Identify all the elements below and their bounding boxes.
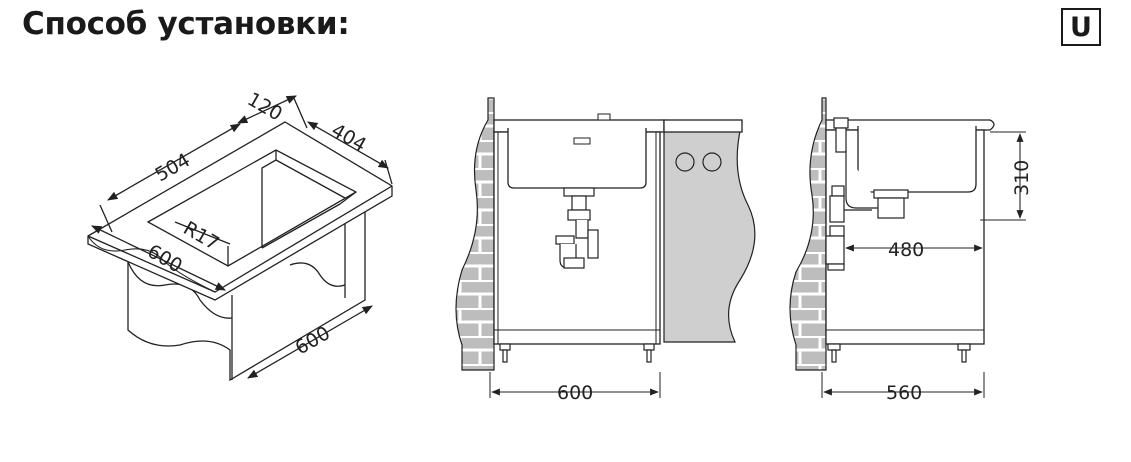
iso-dim-width-line [307, 121, 389, 169]
side-plumbing [825, 117, 909, 271]
front-brick-wall [455, 97, 495, 371]
front-socket-left [675, 152, 695, 172]
side-dim-height-label: 310 [1011, 160, 1033, 196]
side-view [789, 97, 1026, 398]
iso-dim-depth-label: 120 [244, 88, 286, 125]
side-dim-drain-label: 480 [888, 239, 924, 261]
side-dim-width-label: 560 [886, 382, 922, 404]
side-brick-wall [789, 97, 827, 371]
side-sink-bowl [857, 126, 977, 193]
iso-dim-counter-width-line [91, 225, 226, 291]
front-faucet-stub [597, 113, 611, 121]
front-siphon [555, 187, 599, 269]
iso-dim-depth-line [237, 95, 297, 124]
front-view [455, 97, 756, 398]
iso-dim-length-line [107, 123, 241, 201]
mount-type-badge: U [1061, 8, 1101, 46]
iso-view [87, 95, 393, 382]
front-dim-width-label: 600 [557, 382, 593, 404]
front-socket-right [702, 152, 722, 172]
front-legs [499, 343, 655, 363]
side-legs [827, 343, 971, 363]
iso-dim-cabinet-depth-line [247, 305, 373, 379]
page-title: Способ установки: [22, 6, 350, 42]
front-sink-bowl [507, 128, 647, 189]
front-hatch-area [663, 121, 756, 343]
